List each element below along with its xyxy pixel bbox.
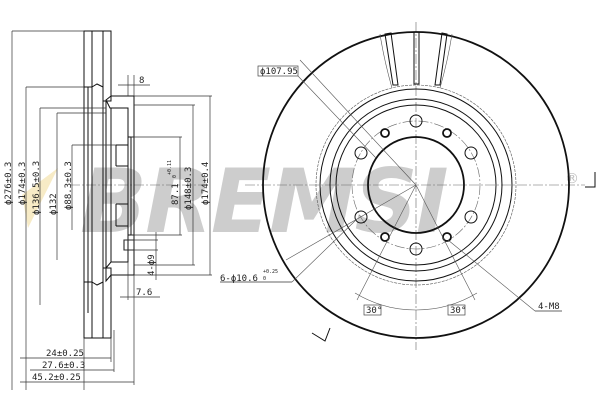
dim-hub-pilot: 87.1 xyxy=(171,183,181,205)
dim-hat-mid-diameter: ϕ136.5±0.3 xyxy=(32,161,42,215)
leader-line xyxy=(447,239,536,312)
lower-rim-inner-plate xyxy=(102,267,112,339)
friction-ring-inner xyxy=(315,84,517,286)
hat-ring xyxy=(329,98,503,272)
dim-disc-nominal-thickness: 27.6±0.3 xyxy=(42,361,85,371)
angle-right-box xyxy=(447,304,466,316)
wheel-holes-tol-lower: 0 xyxy=(263,276,266,282)
upper-rim-outer-plate xyxy=(83,30,93,88)
dim-hole-pattern: 4-ϕ9 xyxy=(147,254,157,276)
dim-hat-outer-diameter: ϕ174±0.3 xyxy=(18,162,28,205)
dim-flange: 7.6 xyxy=(136,288,152,298)
dim-inner-ring-diameter: ϕ132 xyxy=(49,193,59,215)
upper-rim-inner-plate xyxy=(102,30,112,102)
dim-outer-diameter: ϕ276±0.3 xyxy=(4,162,14,205)
vane-top xyxy=(91,281,104,286)
radial-lines xyxy=(285,59,476,301)
leader-line xyxy=(297,75,377,159)
angle-arc xyxy=(354,292,478,311)
section-marker-bottom xyxy=(311,327,331,342)
vane-bottom xyxy=(91,83,104,88)
center-bore xyxy=(367,136,465,234)
angle-right: 30° xyxy=(450,306,466,316)
bolt-circle-callout: ϕ107.95 xyxy=(260,67,298,77)
dim-overall-height: 45.2±0.25 xyxy=(32,373,81,383)
angle-left-box xyxy=(363,304,382,316)
diameter-dimensions xyxy=(11,30,116,390)
threaded-hole xyxy=(380,128,390,138)
bolt-circle-callout-box xyxy=(257,65,299,77)
section-view: ϕ276±0.3 ϕ174±0.3 ϕ136.5±0.3 ϕ132 ϕ88.3±… xyxy=(4,30,212,390)
dim-hat-face-diameter: ϕ174±0.4 xyxy=(201,162,211,205)
wheel-holes-tol-upper: +0.25 xyxy=(263,269,278,275)
vent-slots xyxy=(379,31,453,89)
section-marker-right xyxy=(585,172,596,188)
watermark: BREMSI ® xyxy=(80,150,579,253)
front-view: 30° 30° ϕ107.95 6-ϕ10.6 +0.25 0 4-M8 xyxy=(220,22,596,350)
wheel-hole xyxy=(354,146,368,160)
hat-outer xyxy=(319,88,513,282)
angle-left: 30° xyxy=(366,306,382,316)
wheel-hole xyxy=(409,114,423,128)
wheel-hole xyxy=(354,210,368,224)
wheel-hole xyxy=(464,210,478,224)
upper-hat-section xyxy=(105,95,135,138)
leader-line xyxy=(291,218,358,283)
threaded-hole xyxy=(442,128,452,138)
wheel-holes xyxy=(354,114,478,256)
dim-hub-pilot-tol-upper: +0.11 xyxy=(167,160,173,175)
wheel-holes-callout: 6-ϕ10.6 xyxy=(220,274,258,284)
registered-mark: ® xyxy=(565,171,579,187)
threaded-holes-callout: 4-M8 xyxy=(538,302,560,312)
wheel-hole xyxy=(464,146,478,160)
dim-hub-pilot-tol-lower: 0 xyxy=(172,175,178,178)
dim-center-bore-diameter: ϕ88.3±0.3 xyxy=(64,161,74,210)
wheel-hole xyxy=(409,242,423,256)
bolt-circle xyxy=(351,120,481,250)
dim-hat-wall: 8 xyxy=(139,76,144,86)
dim-disc-min-thickness: 24±0.25 xyxy=(46,349,84,359)
hat-ring-2 xyxy=(335,104,497,266)
dim-pcd-ring-diameter: ϕ148±0.3 xyxy=(184,167,194,210)
